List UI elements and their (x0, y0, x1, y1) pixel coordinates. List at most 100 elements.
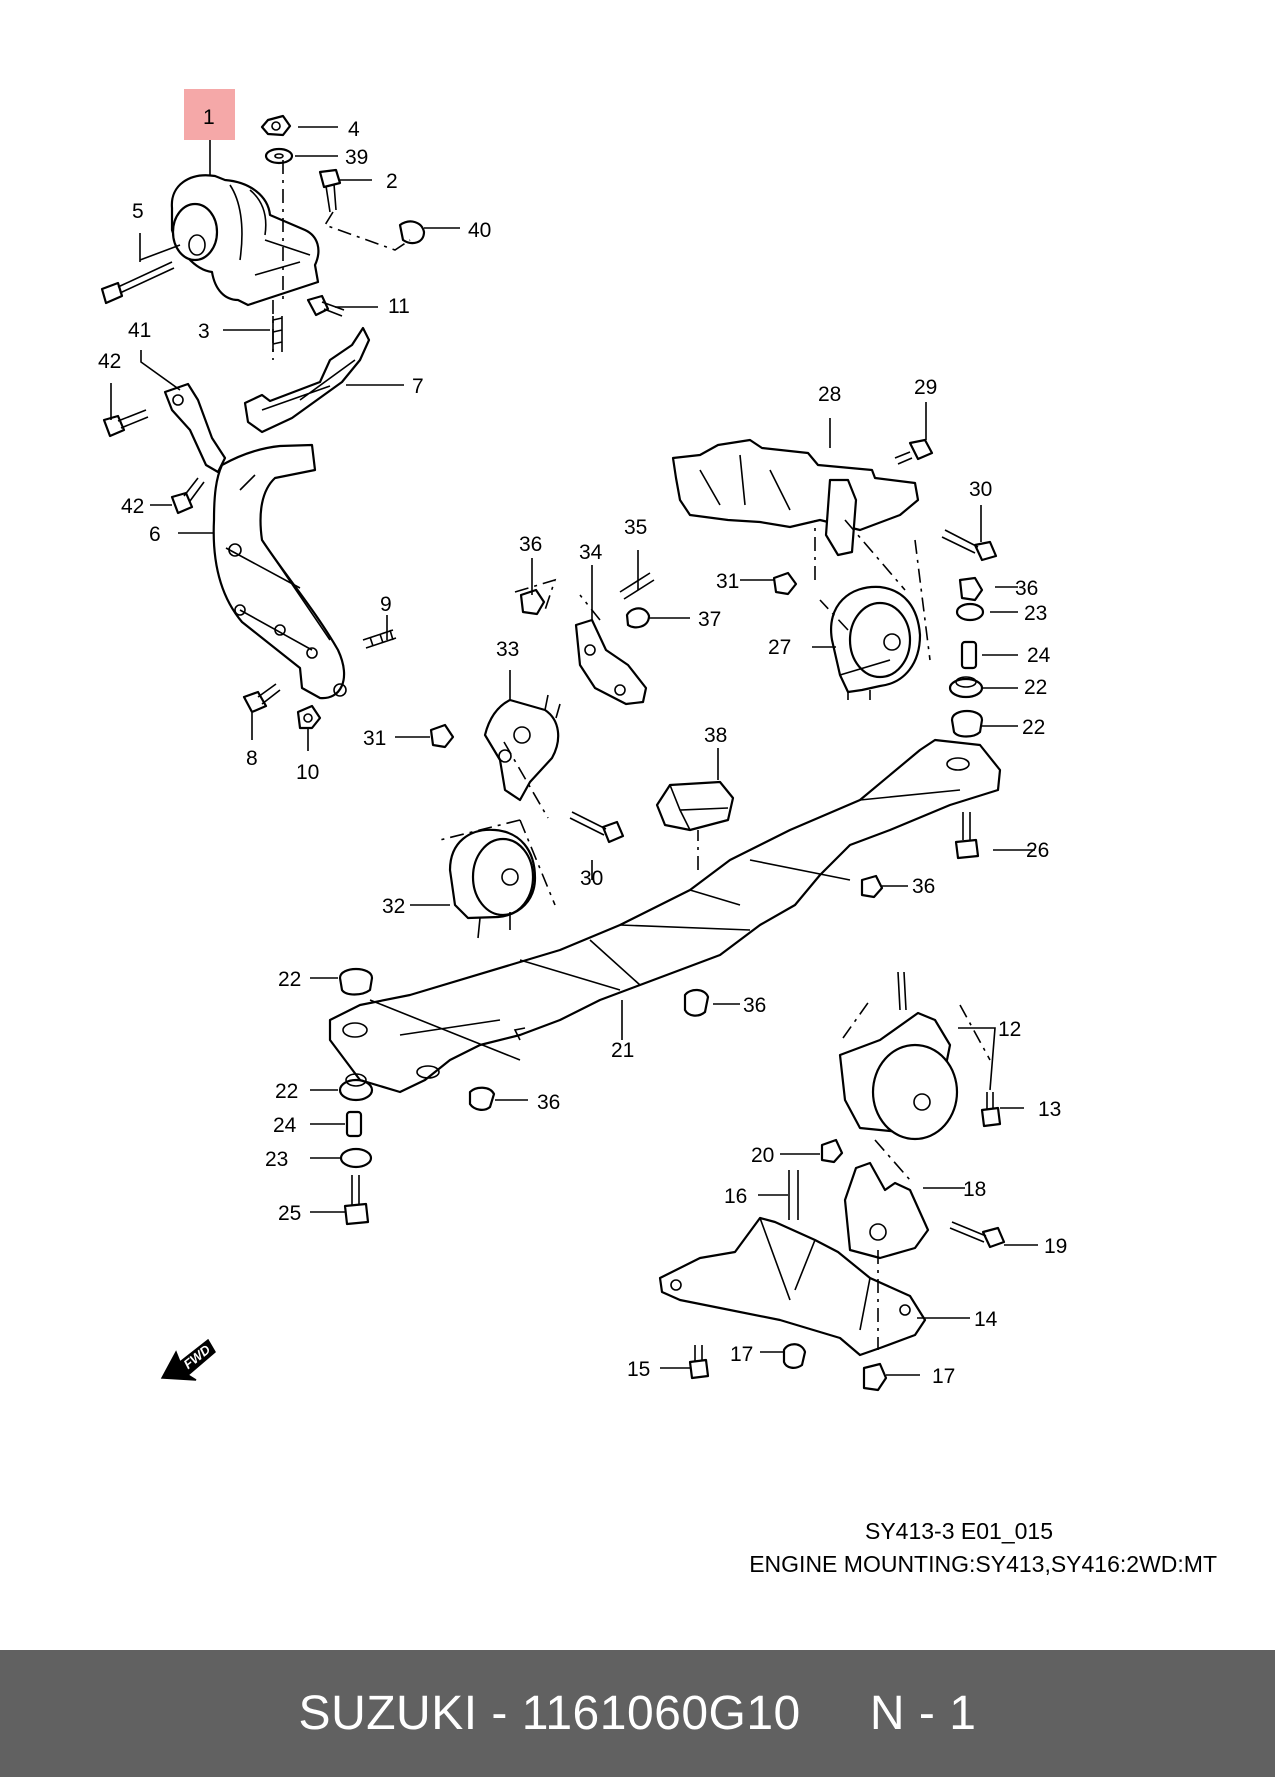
block-38 (655, 780, 735, 832)
callout-27: 27 (768, 636, 791, 659)
callout-2: 2 (386, 170, 398, 193)
callout-37: 37 (698, 608, 721, 631)
bracket-18 (843, 1161, 930, 1260)
callout-30-a: 30 (969, 478, 992, 501)
stud-3 (272, 316, 283, 352)
callout-6: 6 (149, 523, 161, 546)
callout-24-b: 24 (273, 1114, 297, 1137)
callout-22-b: 22 (1022, 716, 1045, 739)
mount-12 (838, 971, 959, 1141)
callout-30-b: 30 (580, 867, 603, 890)
callout-23-b: 23 (265, 1148, 288, 1171)
stud-9 (362, 629, 397, 649)
callout-26: 26 (1026, 839, 1049, 862)
callout-22-a: 22 (1024, 676, 1047, 699)
callout-18: 18 (963, 1178, 986, 1201)
bolt-19 (949, 1221, 1006, 1249)
bolt-29 (894, 438, 934, 465)
nut-31-mid (429, 723, 455, 749)
callout-3: 3 (198, 320, 210, 343)
parts-diagram: 1 4 39 2 5 40 11 3 41 7 42 42 6 9 8 10 2… (98, 89, 1067, 1392)
nut-17-a (782, 1343, 807, 1369)
part-number-label: SUZUKI - 1161060G10 N - 1 (298, 1687, 977, 1740)
nut-36-cm-m (683, 988, 710, 1017)
bracket-34 (574, 618, 648, 706)
nut-40 (398, 220, 426, 245)
callout-36-d: 36 (743, 994, 766, 1017)
washer-23-l (339, 1147, 373, 1169)
callout-8: 8 (246, 747, 258, 770)
nut-36-cm-l (468, 1086, 496, 1111)
callout-21: 21 (611, 1039, 634, 1062)
cushion-22-r1 (948, 676, 984, 699)
bolt-11 (306, 294, 345, 317)
nut-17-b (862, 1362, 888, 1392)
callout-25: 25 (278, 1202, 301, 1225)
callout-31-a: 31 (716, 570, 739, 593)
callout-17-b: 17 (932, 1365, 955, 1388)
diagram-title: ENGINE MOUNTING:SY413,SY416:2WD:MT (749, 1551, 1217, 1577)
callout-34: 34 (579, 541, 603, 564)
bolt-13 (980, 1092, 1002, 1128)
callout-41: 41 (128, 319, 151, 342)
callout-5: 5 (132, 200, 144, 223)
bolt-30-right (941, 529, 998, 562)
callout-36-c: 36 (912, 875, 935, 898)
fwd-arrow-icon: FWD (160, 1338, 216, 1381)
bracket-33 (483, 694, 561, 802)
callout-19: 19 (1044, 1235, 1067, 1258)
mount-27 (829, 585, 922, 700)
callout-9: 9 (380, 593, 392, 616)
callout-1: 1 (203, 106, 215, 129)
cushion-22-l2 (338, 1073, 374, 1102)
bolt-15 (688, 1345, 710, 1380)
bracket-7 (243, 326, 371, 434)
nut-37 (625, 607, 651, 629)
bracket-41 (163, 382, 227, 474)
callout-31-b: 31 (363, 727, 386, 750)
bolt-5 (100, 261, 175, 305)
spacer-24-l (345, 1110, 363, 1138)
callout-16: 16 (724, 1185, 747, 1208)
washer-39 (264, 147, 294, 165)
bolt-2 (318, 168, 342, 213)
callout-38: 38 (704, 724, 727, 747)
bolt-8 (242, 683, 281, 714)
nut-36-mid (519, 588, 546, 616)
highlight-part-1 (184, 89, 235, 140)
member-14 (658, 1216, 927, 1357)
bolt-30-mid (569, 811, 625, 844)
callout-42-a: 42 (98, 350, 121, 373)
spacer-24-r (960, 640, 978, 670)
bolt-42-lower (170, 477, 205, 515)
nut-4 (260, 114, 292, 137)
callout-24-a: 24 (1027, 644, 1051, 667)
callout-17-a: 17 (730, 1343, 753, 1366)
callout-14: 14 (974, 1308, 998, 1331)
callout-11: 11 (388, 295, 410, 318)
bolt-26 (954, 812, 980, 860)
callout-28: 28 (818, 383, 841, 406)
bracket-28 (671, 438, 920, 557)
nut-36-cm-r (860, 874, 884, 899)
callout-36-e: 36 (537, 1091, 560, 1114)
assembly-lines (272, 160, 991, 1350)
callout-20: 20 (751, 1144, 774, 1167)
stud-16 (788, 1170, 799, 1220)
nut-36-r (958, 576, 984, 602)
bolt-25 (343, 1175, 370, 1226)
callout-42-b: 42 (121, 495, 144, 518)
mount-32 (448, 828, 537, 939)
bracket-6 (212, 443, 347, 700)
washer-23-r (955, 602, 985, 622)
bolt-42-upper (102, 409, 149, 438)
callout-22-d: 22 (275, 1080, 298, 1103)
crossmember-21 (328, 738, 1002, 1094)
cushion-22-l1 (338, 967, 374, 996)
callout-10: 10 (296, 761, 319, 784)
callout-36-b: 36 (1015, 577, 1038, 600)
callout-22-c: 22 (278, 968, 301, 991)
callout-4: 4 (348, 118, 360, 141)
callout-36-a: 36 (519, 533, 542, 556)
stud-35 (619, 572, 655, 600)
